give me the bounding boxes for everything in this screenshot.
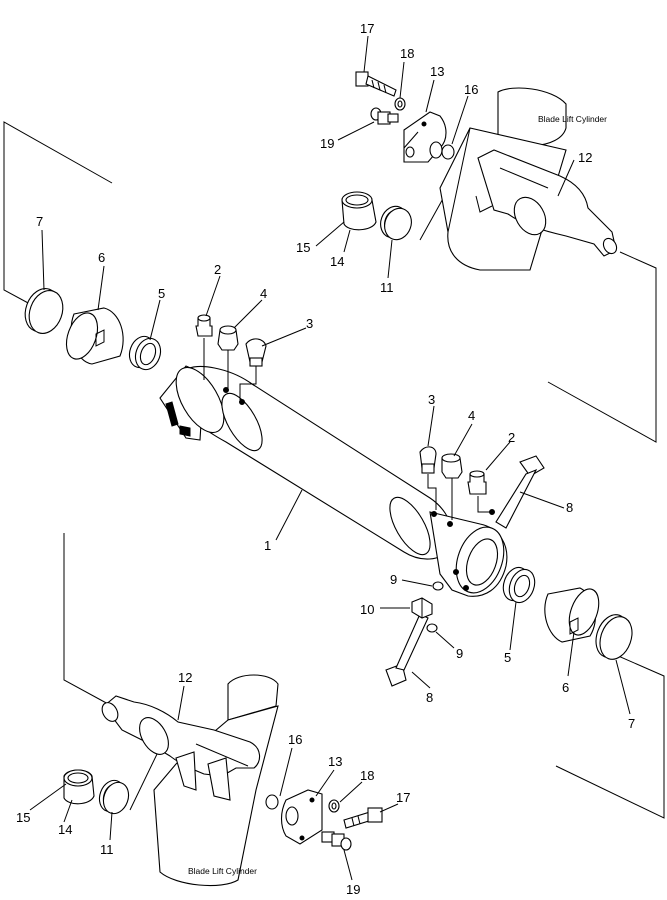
bushing-15-bottom (63, 769, 95, 805)
callout-3-left: 3 (306, 316, 313, 331)
grease-fitting-19-top (370, 107, 399, 125)
callout-9-lower: 9 (456, 646, 463, 661)
callout-3-right: 3 (428, 392, 435, 407)
callout-13-bottom: 13 (328, 754, 342, 769)
callout-16-top: 16 (464, 82, 478, 97)
grease-fitting-19-bottom (321, 831, 352, 851)
bushing-15-top (341, 191, 377, 231)
bolt-17-top (355, 71, 397, 97)
washer-9-upper (432, 581, 444, 591)
callout-1: 1 (264, 538, 271, 553)
spacer-5-left (128, 335, 162, 371)
callout-7-right: 7 (628, 716, 635, 731)
washer-9-lower (426, 623, 438, 633)
seal-7-right (595, 614, 633, 660)
callout-4-right: 4 (468, 408, 475, 423)
callout-2-left: 2 (214, 262, 221, 277)
callout-4-left: 4 (260, 286, 267, 301)
blade-lift-cylinder-label-top: Blade Lift Cylinder (538, 114, 607, 124)
spacer-5-right (502, 566, 536, 604)
grease-nipple-2-right (467, 470, 487, 495)
nut-10 (411, 597, 433, 619)
bolt-8-upper (495, 455, 545, 529)
callout-17-bottom: 17 (396, 790, 410, 805)
callout-12-bottom: 12 (178, 670, 192, 685)
washer-18-bottom (328, 799, 340, 813)
callout-8-lower: 8 (426, 690, 433, 705)
callout-14-top: 14 (330, 254, 344, 269)
callout-19-bottom: 19 (346, 882, 360, 897)
cap-13-bottom (280, 789, 323, 845)
plug-16-bottom (265, 794, 279, 810)
callout-9-upper: 9 (390, 572, 397, 587)
callout-18-top: 18 (400, 46, 414, 61)
bushing-6-left (65, 307, 124, 365)
relief-valve-4-left (217, 325, 239, 351)
callout-7-left: 7 (36, 214, 43, 229)
callout-16-bottom: 16 (288, 732, 302, 747)
grease-nipple-2-left (195, 314, 213, 337)
callout-15-top: 15 (296, 240, 310, 255)
bolt-17-bottom (343, 807, 383, 829)
blade-lift-cylinder-label-bottom: Blade Lift Cylinder (188, 866, 257, 876)
callout-11-top: 11 (380, 280, 394, 295)
fitting-3-right (419, 446, 437, 474)
callout-numbers: 17 18 13 16 19 12 15 14 11 7 6 5 2 4 3 3… (16, 21, 635, 897)
callout-13-top: 13 (430, 64, 444, 79)
callout-5-left: 5 (158, 286, 165, 301)
callout-15-bottom: 15 (16, 810, 30, 825)
callout-2-right: 2 (508, 430, 515, 445)
upper-rod-end-12 (475, 149, 618, 257)
callout-14-bottom: 14 (58, 822, 72, 837)
callout-18-bottom: 18 (360, 768, 374, 783)
seal-7-left (24, 288, 64, 334)
callout-6-right: 6 (562, 680, 569, 695)
cap-13-top (403, 111, 447, 163)
callout-5-right: 5 (504, 650, 511, 665)
callout-19-top: 19 (320, 136, 334, 151)
callout-11-bottom: 11 (100, 842, 114, 857)
bushing-6-right (544, 587, 600, 643)
seal-11-bottom (98, 779, 130, 815)
axle-housing-1 (159, 365, 508, 597)
callout-leaders (29, 35, 631, 881)
callout-17-top: 17 (360, 21, 374, 36)
relief-valve-4-right (441, 453, 463, 479)
bolt-8-lower (385, 613, 429, 687)
callout-6-left: 6 (98, 250, 105, 265)
callout-12-top: 12 (578, 150, 592, 165)
washer-18-top (394, 97, 406, 111)
callout-10: 10 (360, 602, 374, 617)
lower-rod-end-12 (101, 695, 261, 801)
plug-16-top (441, 144, 455, 160)
seal-11-top (380, 205, 412, 241)
callout-8-upper: 8 (566, 500, 573, 515)
fitting-leader-lines (203, 338, 490, 520)
fitting-3-left (245, 338, 267, 367)
